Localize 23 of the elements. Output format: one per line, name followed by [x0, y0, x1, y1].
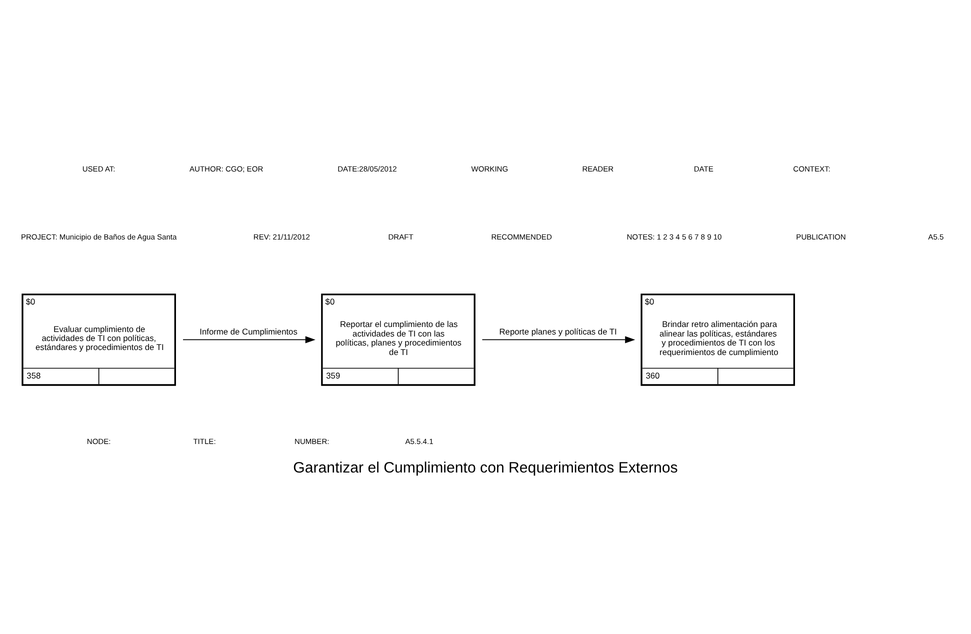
label: NUMBER:: [294, 436, 330, 446]
label: PUBLICATION: [796, 232, 846, 241]
edge-label: Reporte planes y políticas de TI: [499, 326, 617, 336]
label: WORKING: [471, 164, 508, 173]
edge-label: Informe de Cumplimientos: [200, 326, 298, 336]
label: USED AT:: [82, 164, 116, 173]
label: AUTHOR: CGO; EOR: [189, 164, 264, 173]
label: READER: [582, 164, 614, 173]
label: CONTEXT:: [793, 164, 830, 173]
label: DATE: [694, 164, 714, 173]
label: REV: 21/11/2012: [253, 232, 310, 241]
label: NOTES: 1 2 3 4 5 6 7 8 9 10: [626, 232, 722, 241]
label: A5.5.4.1: [405, 436, 434, 446]
arrow: [182, 336, 316, 343]
arrow: [482, 336, 636, 343]
label: RECOMMENDED: [491, 232, 552, 241]
label: TITLE:: [193, 436, 216, 446]
label: NODE:: [86, 436, 111, 446]
label: A5.5: [928, 232, 944, 241]
label: DRAFT: [388, 232, 414, 241]
label: PROJECT: Municipio de Baños de Agua Santa: [20, 232, 177, 241]
label: DATE:28/05/2012: [338, 164, 397, 173]
diagram-title: Garantizar el Cumplimiento con Requerimientos Externos: [293, 459, 678, 476]
